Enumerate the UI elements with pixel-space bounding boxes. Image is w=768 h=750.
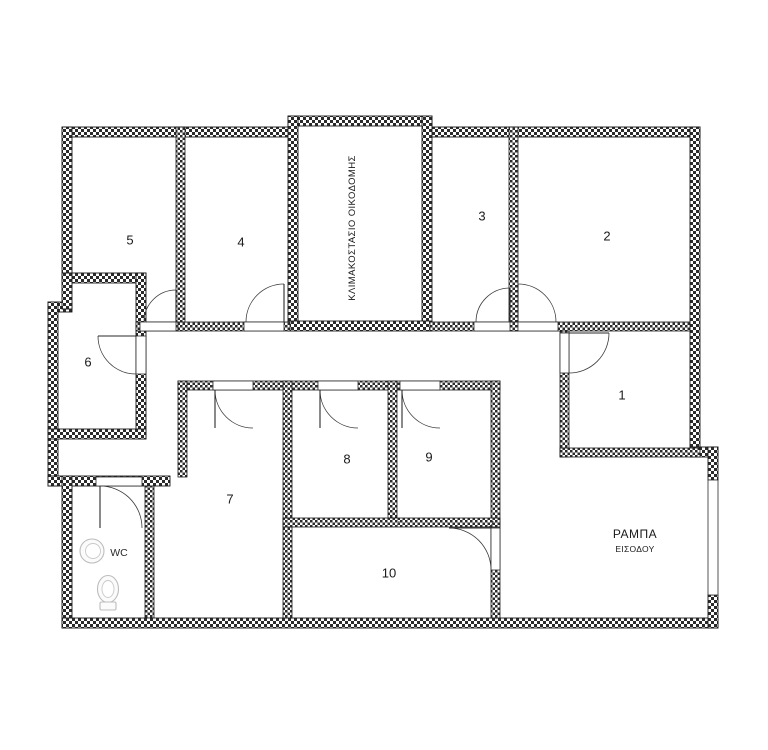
sink-icon <box>79 538 105 564</box>
ramp-label-primary: ΡΑΜΠΑ <box>613 527 657 541</box>
wall-stairwell-right <box>421 115 433 332</box>
wall-stairwell-top <box>287 115 433 127</box>
room-label-7: 7 <box>226 491 233 506</box>
room-label-6: 6 <box>84 354 91 369</box>
ramp-label-secondary: ΕΙΣΟΔΟΥ <box>615 544 654 554</box>
stairwell-label: ΚΛΙΜΑΚΟΣΤΑΣΙΟ ΟΙΚΟΔΟΜΗΣ <box>347 155 358 301</box>
wall-exterior-bottom <box>61 617 719 629</box>
wall-exterior-left-upper <box>61 126 73 274</box>
door-room-1 <box>559 332 610 374</box>
label-group: 1 2 3 4 5 6 7 8 9 10 ΚΛΙΜΑΚΟΣΤΑΣΙΟ ΟΙΚΟΔ… <box>84 155 657 580</box>
wall-wc-right <box>144 485 155 619</box>
door-room-4 <box>243 283 285 332</box>
wall-between-room5-room4 <box>175 126 186 332</box>
door-wc <box>95 476 143 529</box>
wall-exterior-top-right <box>429 126 701 138</box>
room-label-10: 10 <box>382 565 396 580</box>
wall-room7-left <box>177 380 188 478</box>
wall-room6-left-step <box>61 272 73 310</box>
wall-room8-room9-bottom <box>282 517 501 528</box>
room-label-5: 5 <box>126 232 133 247</box>
room-label-8: 8 <box>343 451 350 466</box>
fixture-group <box>79 538 120 611</box>
wall-room6-top <box>61 272 147 284</box>
wall-room3-room2-bottom <box>429 321 691 332</box>
wall-room1-bottom <box>559 447 701 458</box>
opening-room9-room10 <box>486 520 494 528</box>
door-room-8 <box>317 380 359 429</box>
room-label-9: 9 <box>425 449 432 464</box>
wall-exterior-right-upper <box>689 126 701 458</box>
wall-exterior-left-lower <box>47 301 59 487</box>
door-room-9 <box>399 380 441 429</box>
room-label-4: 4 <box>237 234 244 249</box>
room-label-1: 1 <box>618 387 625 402</box>
wall-room6-bottom <box>47 428 147 440</box>
room-label-3: 3 <box>478 208 485 223</box>
opening-room8-room10 <box>392 520 400 528</box>
wall-center-block-right <box>490 380 501 619</box>
wall-exterior-right-ramp-bottom <box>707 594 719 629</box>
door-room-5 <box>139 289 177 332</box>
door-room-2 <box>517 283 559 332</box>
wall-stairwell-left <box>287 115 299 332</box>
wc-label: WC <box>110 547 128 559</box>
door-group <box>95 283 610 571</box>
door-room-7 <box>212 380 254 429</box>
wall-exterior-right-ramp-top <box>707 446 719 481</box>
wall-between-room8-room9 <box>387 380 398 519</box>
wall-exterior-left-bottom <box>61 475 73 629</box>
opening-ramp-right <box>707 479 719 596</box>
wall-stairwell-bottom <box>287 320 433 332</box>
door-room-10 <box>448 527 501 571</box>
door-room-3 <box>473 287 511 332</box>
wall-between-room7-room8 <box>282 380 293 619</box>
toilet-icon <box>96 574 120 611</box>
room-label-2: 2 <box>603 228 610 243</box>
door-room-6 <box>97 335 147 375</box>
